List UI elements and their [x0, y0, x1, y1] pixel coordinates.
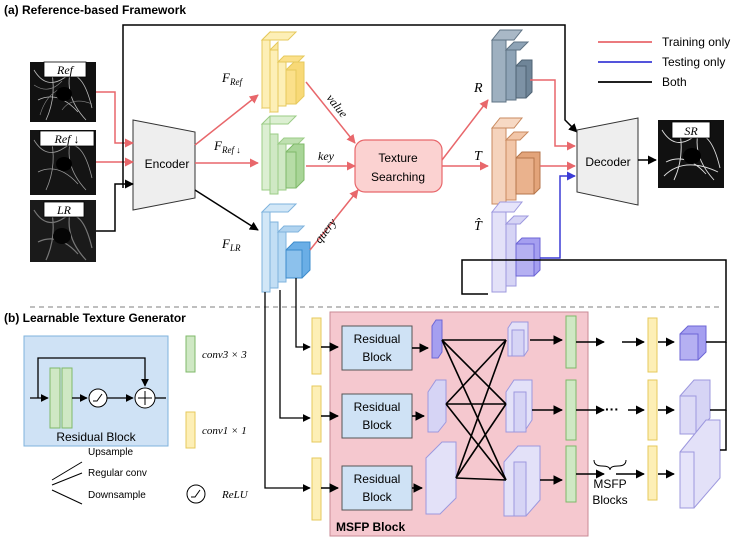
upsample-label: Upsample: [88, 447, 133, 458]
arrow-encoder-to-flr: [194, 189, 259, 231]
feature-f-lr-stack: [260, 203, 311, 293]
edge-key-label: key: [318, 149, 335, 163]
arrow-lr-to-encoder: [96, 179, 134, 232]
svg-text:Residual: Residual: [354, 472, 401, 486]
post-conv1-1: [647, 317, 658, 373]
msfp-residual-block-2: [341, 393, 413, 439]
msfp-connections: [321, 335, 563, 493]
svg-text:Residual: Residual: [354, 332, 401, 346]
svg-text:Block: Block: [362, 418, 392, 432]
arrow-encoder-to-fref: [194, 94, 259, 146]
f-ref-label: FRef: [221, 70, 243, 87]
arrow-r-to-decoder: [530, 79, 576, 151]
input-lr-image: LR: [30, 200, 96, 262]
line-type-legend: Training only Testing only Both: [598, 35, 730, 89]
pre-conv1-1: [311, 317, 322, 375]
relu-swatch: [186, 484, 206, 504]
arrow-ref-to-encoder: [96, 91, 134, 148]
msfp-label: MSFP Block: [336, 520, 405, 534]
decoder-block: Decoder: [576, 117, 639, 206]
t-hat-label: T̂: [474, 218, 483, 234]
encoder-block: Encoder: [132, 119, 196, 211]
texture-searching-block: Texture Searching: [354, 139, 443, 193]
post-conv1-3: [647, 445, 658, 501]
msfp-ellipsis: ···: [605, 401, 619, 417]
branch-3: [264, 292, 311, 492]
conv3-label: conv3 × 3: [202, 349, 247, 361]
svg-text:Residual: Residual: [354, 400, 401, 414]
regular-conv-label: Regular conv: [88, 468, 147, 479]
input-ref-down-label: Ref ↓: [54, 132, 80, 146]
pre-conv1-2: [311, 385, 322, 443]
output-t-hat-stack: [490, 201, 541, 293]
f-ref-down-label: FRef ↓: [213, 138, 241, 155]
legend-both-label: Both: [662, 75, 687, 89]
r-label: R: [473, 81, 483, 96]
edge-query-label: query: [311, 215, 339, 246]
input-ref-label: Ref: [56, 63, 75, 77]
msfp-block: MSFP Block Residual Block Residual Block…: [329, 311, 589, 537]
conv1-label: conv1 × 1: [202, 425, 247, 437]
input-ref-down-image: Ref ↓: [30, 130, 96, 195]
post-msfp-connections: [576, 337, 675, 479]
section-a-title: (a) Reference-based Framework: [4, 3, 186, 17]
msfp-blocks-brace: [593, 459, 627, 471]
svg-text:Block: Block: [362, 350, 392, 364]
section-b-title: (b) Learnable Texture Generator: [4, 311, 186, 325]
conv1-swatch: [185, 411, 196, 449]
relu-label: ReLU: [221, 489, 249, 501]
sr-output-image: SR: [658, 120, 724, 188]
input-ref-image: Ref: [30, 61, 96, 122]
pre-conv1-3: [311, 457, 322, 521]
arrow-texture-to-r: [441, 99, 489, 161]
arrow-query: [309, 189, 359, 251]
conv-line-legend: Upsample Regular conv Downsample: [51, 447, 147, 505]
encoder-label: Encoder: [145, 157, 190, 171]
arrow-lr-skip-to-decoder: [122, 24, 578, 188]
output-t-stack: [490, 117, 541, 205]
f-lr-label: FLR: [221, 236, 241, 253]
feature-f-ref-down-stack: [260, 115, 306, 195]
legend-training-label: Training only: [662, 35, 730, 49]
branch-2: [279, 290, 311, 422]
msfp-blocks-line1: MSFP: [593, 477, 626, 491]
decoder-label: Decoder: [585, 155, 630, 169]
t-label: T: [474, 149, 483, 164]
residual-caption: Residual Block: [56, 430, 136, 444]
arrow-value: [305, 81, 356, 144]
msfp-residual-block-1: [341, 325, 413, 371]
texture-label-line2: Searching: [371, 170, 425, 184]
conv3-swatch: [185, 335, 196, 373]
arrow-t-hat-to-decoder: [540, 171, 576, 259]
branch-1: [295, 278, 311, 351]
final-scale-outputs: [679, 325, 721, 509]
legend-testing-label: Testing only: [662, 55, 725, 69]
input-lr-label: LR: [56, 203, 72, 217]
sr-label: SR: [684, 124, 698, 138]
msfp-blocks-line2: Blocks: [592, 493, 627, 507]
feature-f-ref-stack: [260, 30, 306, 114]
texture-label-line1: Texture: [378, 151, 418, 165]
edge-value-label: value: [324, 91, 351, 121]
downsample-label: Downsample: [88, 490, 146, 501]
svg-text:Block: Block: [362, 490, 392, 504]
residual-block-detail: Residual Block: [23, 335, 169, 447]
arrow-return-to-t-hat: [461, 259, 727, 343]
output-r-stack: [490, 29, 533, 103]
post-conv1-2: [647, 379, 658, 441]
